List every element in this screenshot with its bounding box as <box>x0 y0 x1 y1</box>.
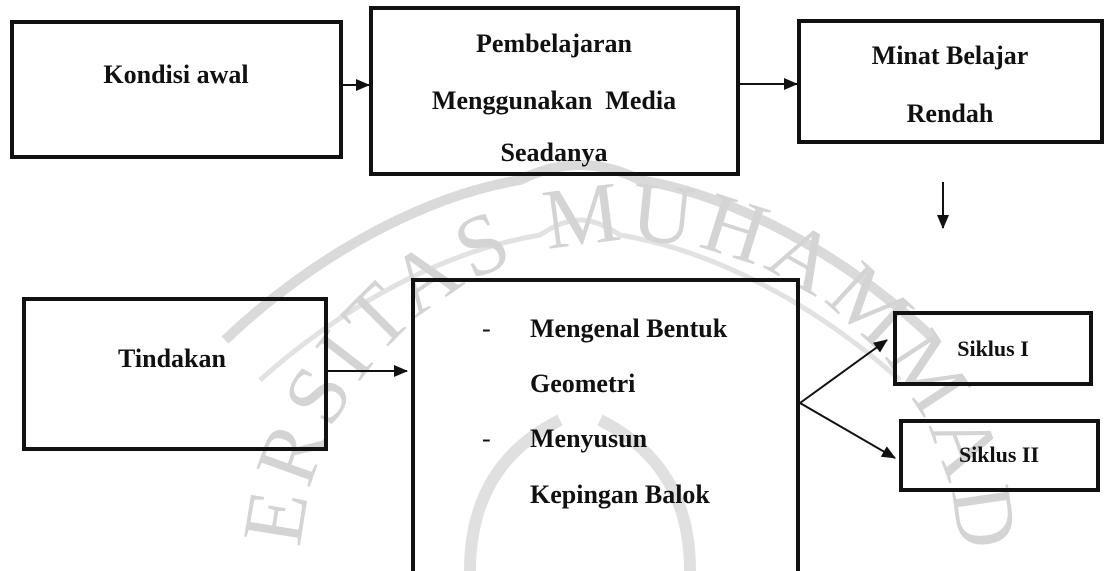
kegiatan-item1-line1: Mengenal Bentuk <box>530 314 728 343</box>
kegiatan-item1-line2: Geometri <box>530 369 636 398</box>
label-pembelajaran-line1: Pembelajaran <box>476 29 632 58</box>
box-kondisi-awal <box>10 20 343 159</box>
kegiatan-item2-dash: - <box>482 424 491 453</box>
label-siklus-1: Siklus I <box>957 336 1029 361</box>
kegiatan-item2-line2: Kepingan Balok <box>530 480 710 509</box>
box-minat-belajar <box>797 19 1104 144</box>
arrow-kegiatan-to-siklus-2 <box>799 402 896 459</box>
label-pembelajaran-line2: Menggunakan Media <box>431 86 677 115</box>
box-kegiatan <box>411 278 800 571</box>
box-pembelajaran <box>369 6 740 176</box>
label-siklus-2: Siklus II <box>958 442 1040 467</box>
arrow-kegiatan-to-siklus-1 <box>799 339 888 404</box>
box-siklus-2 <box>899 419 1100 492</box>
box-tindakan <box>22 297 328 451</box>
label-kondisi-awal: Kondisi awal <box>103 60 249 89</box>
kegiatan-item2-line1: Menyusun <box>530 424 648 453</box>
label-pembelajaran-line3: Seadanya <box>500 138 608 167</box>
label-minat-line2: Rendah <box>906 99 994 128</box>
label-minat-line1: Minat Belajar <box>871 41 1029 70</box>
kegiatan-item1-dash: - <box>482 314 491 343</box>
box-siklus-1 <box>893 311 1093 386</box>
label-tindakan: Tindakan <box>118 344 226 373</box>
